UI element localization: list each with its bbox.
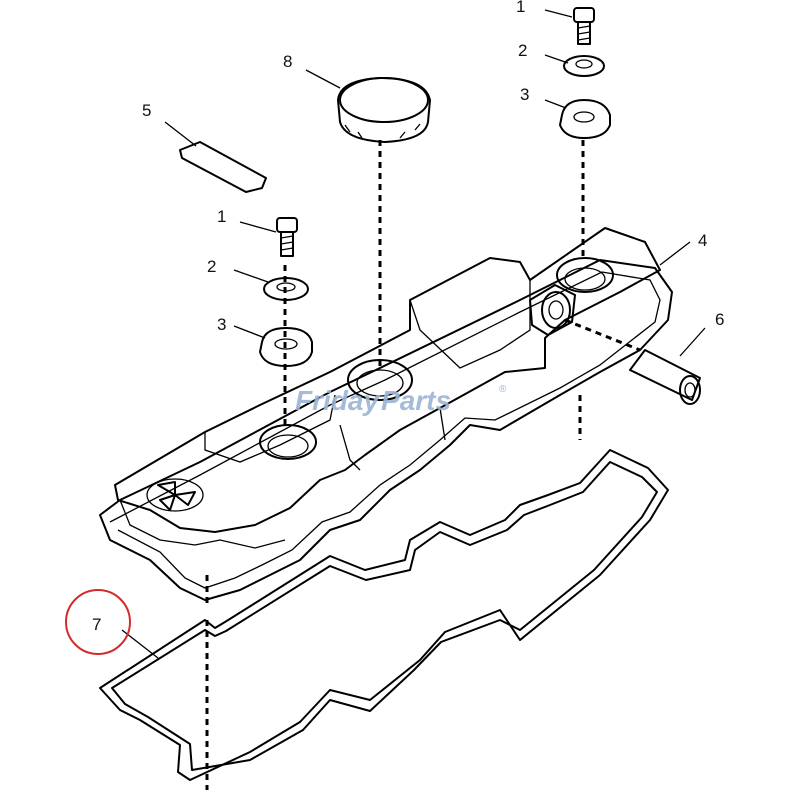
bolt-left: [276, 217, 298, 257]
highlight-circle: [65, 589, 131, 655]
watermark-text-part2: Parts: [381, 385, 451, 416]
washer-top-right: [563, 55, 605, 77]
valve-cover: [99, 227, 673, 601]
grommet-top-right: [559, 99, 611, 139]
breather-port: [529, 284, 576, 336]
bolt-boss-right: [556, 257, 614, 293]
bolt-boss-left: [259, 424, 317, 460]
fastener-stack-right: [559, 7, 611, 139]
callout-3-top: 3: [520, 85, 529, 104]
callout-7: 7: [92, 615, 101, 634]
callout-5: 5: [142, 101, 151, 120]
watermark: FridayParts ®: [295, 384, 507, 416]
callout-8: 8: [283, 52, 292, 71]
grommet-left: [259, 327, 313, 367]
callout-4: 4: [698, 231, 707, 250]
watermark-text-part1: Friday: [295, 385, 380, 416]
callout-2-left: 2: [207, 257, 216, 276]
assembly-lines: [205, 140, 641, 790]
manufacturer-logo-emblem: [146, 478, 204, 512]
callout-2-top: 2: [518, 41, 527, 60]
valve-cover-gasket: [99, 449, 669, 781]
fastener-stack-left: [259, 217, 313, 367]
caution-label-decal: [179, 141, 267, 193]
callout-1-left: 1: [217, 207, 226, 226]
callout-3-left: 3: [217, 315, 226, 334]
washer-left: [263, 277, 309, 301]
watermark-registered-mark: ®: [499, 384, 507, 395]
callout-1-top: 1: [516, 0, 525, 16]
callout-6: 6: [715, 310, 724, 329]
leader-lines: [121, 9, 706, 659]
oil-filler-cap: [337, 77, 431, 143]
breather-pipe: [629, 349, 701, 405]
bolt-top-right: [573, 7, 595, 45]
svg-text:FridayParts: FridayParts: [295, 385, 451, 416]
